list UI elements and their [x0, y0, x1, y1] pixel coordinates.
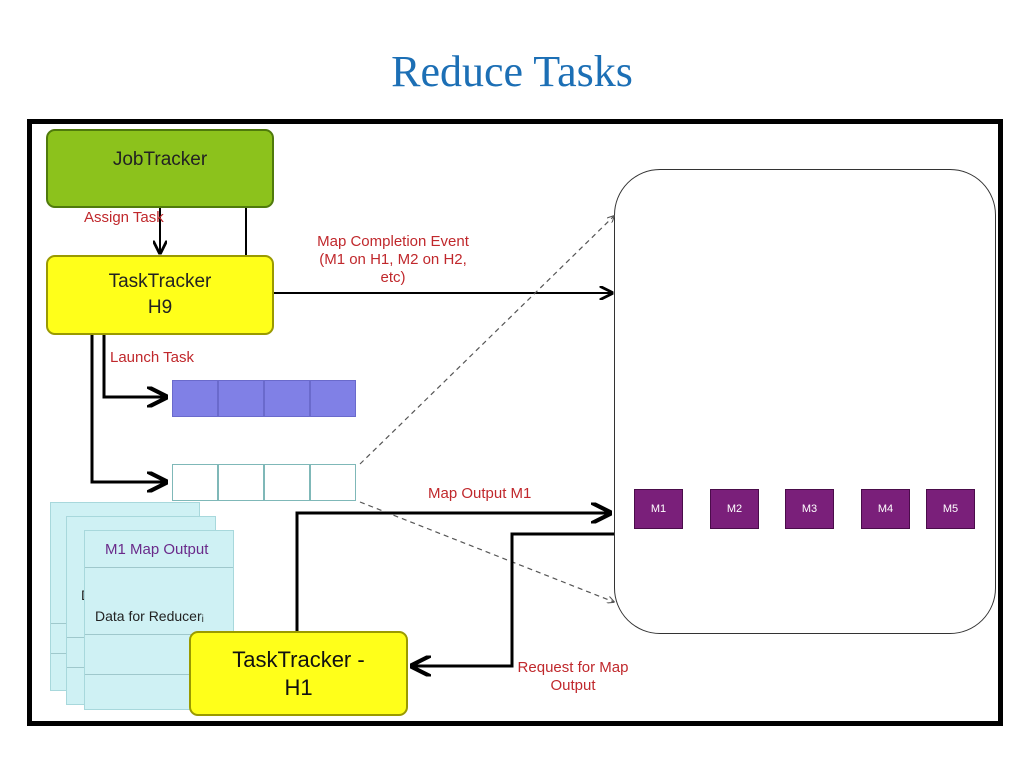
connectors	[90, 208, 998, 721]
slide-title: Reduce Tasks	[391, 47, 633, 96]
tasktracker-h9-node: TaskTracker H9	[46, 255, 274, 335]
request-map-output-line2: Output	[550, 677, 596, 694]
diagram-frame: D D M1 Map Output Data for Reducerᵢ	[27, 119, 1003, 726]
jobtracker-node: JobTracker	[46, 129, 274, 208]
request-map-output-line1: Request for Map	[517, 659, 629, 676]
reducer-node	[614, 169, 996, 634]
reduce-task-queue	[172, 464, 356, 501]
launch-task-label: Launch Task	[110, 349, 194, 366]
tasktracker-h1-label-line2: H1	[284, 674, 313, 700]
map-completion-label: Map Completion Event (M1 on H1, M2 on H2…	[288, 233, 498, 287]
map-completion-line3: etc)	[380, 269, 406, 286]
queue-cell	[172, 380, 218, 417]
request-map-output-label: Request for Map Output	[510, 659, 636, 695]
map-slot-m5: M5	[926, 489, 975, 529]
queue-cell	[264, 464, 310, 501]
tasktracker-h1-node: TaskTracker - H1	[189, 631, 408, 716]
map-completion-line1: Map Completion Event	[317, 233, 469, 250]
dashed-line-lower	[359, 501, 614, 602]
map-output-m1-label: Map Output M1	[428, 485, 532, 502]
map-output-page-row: Data for Reducerᵢ	[95, 608, 204, 624]
map-output-page-title: M1 Map Output	[105, 541, 209, 558]
map-output-arrow	[295, 513, 610, 631]
launch-task-arrow-1	[102, 335, 166, 397]
tasktracker-h9-label-line1: TaskTracker	[108, 271, 212, 292]
map-task-queue	[172, 380, 356, 417]
tasktracker-h1-label-line1: TaskTracker -	[232, 646, 365, 672]
request-map-output-arrow	[412, 532, 614, 666]
assign-task-label: Assign Task	[84, 209, 164, 226]
map-slot-m4: M4	[861, 489, 910, 529]
queue-cell	[310, 464, 356, 501]
queue-cell	[172, 464, 218, 501]
queue-cell	[218, 380, 264, 417]
jobtracker-label: JobTracker	[112, 149, 208, 170]
tasktracker-h9-label-line2: H9	[147, 297, 173, 318]
map-completion-line2: (M1 on H1, M2 on H2,	[319, 251, 467, 268]
map-slot-m1: M1	[634, 489, 683, 529]
map-slot-m3: M3	[785, 489, 834, 529]
map-slot-m2: M2	[710, 489, 759, 529]
queue-cell	[264, 380, 310, 417]
launch-task-arrow-2	[90, 335, 166, 482]
queue-cell	[310, 380, 356, 417]
queue-cell	[218, 464, 264, 501]
